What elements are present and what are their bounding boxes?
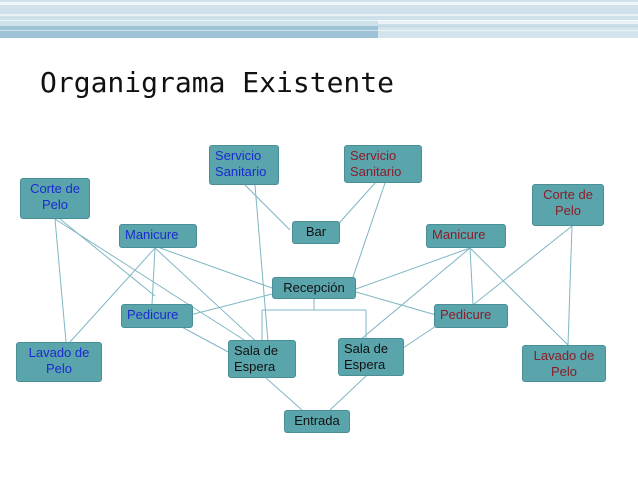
node-label: Sala de xyxy=(234,343,279,358)
connector xyxy=(469,247,474,306)
node-label: Espera xyxy=(234,359,276,374)
header-band xyxy=(0,0,638,42)
connector xyxy=(69,247,156,343)
connector xyxy=(54,218,67,343)
node-label: Sala de xyxy=(344,341,389,356)
node-pedicure-left: Pedicure xyxy=(121,304,193,328)
node-label: Pedicure xyxy=(127,307,179,322)
connector xyxy=(332,182,376,231)
connector xyxy=(159,247,273,289)
node-label: Manicure xyxy=(125,227,179,242)
connector xyxy=(254,184,269,343)
node-label: Corte de xyxy=(543,187,593,202)
node-label: Lavado de xyxy=(28,345,90,360)
connector xyxy=(265,377,303,411)
node-label: Manicure xyxy=(432,227,486,242)
connector xyxy=(353,247,471,346)
node-label: Pelo xyxy=(45,361,73,376)
node-sala-de-espera-left: Sala de Espera xyxy=(228,340,296,378)
node-lavado-de-pelo-left: Lavado de Pelo xyxy=(16,342,102,382)
connector xyxy=(399,325,437,351)
node-label: Pelo xyxy=(41,197,69,212)
node-corte-de-pelo-right: Corte de Pelo xyxy=(532,184,604,226)
node-label: Corte de xyxy=(30,181,80,196)
node-label: Espera xyxy=(344,357,386,372)
connector xyxy=(154,247,261,346)
node-label: Pelo xyxy=(550,364,578,379)
connector xyxy=(567,225,573,346)
node-label: Servicio xyxy=(350,148,397,163)
node-entrada: Entrada xyxy=(284,410,350,433)
connector xyxy=(355,291,437,316)
node-label: Recepción xyxy=(283,280,345,295)
slide-title: Organigrama Existente xyxy=(40,66,395,99)
connector xyxy=(151,247,156,306)
node-label: Bar xyxy=(305,224,327,239)
node-recepcion: Recepción xyxy=(272,277,356,299)
node-label: Entrada xyxy=(294,413,340,428)
node-label: Sanitario xyxy=(215,164,267,179)
node-manicure-right: Manicure xyxy=(426,224,506,248)
node-label: Servicio xyxy=(215,148,262,163)
connector xyxy=(189,293,273,316)
connector xyxy=(469,247,569,346)
connector xyxy=(472,225,573,306)
node-manicure-left: Manicure xyxy=(119,224,197,248)
node-servicio-sanitario-1: Servicio Sanitario xyxy=(209,145,279,185)
node-pedicure-right: Pedicure xyxy=(434,304,508,328)
node-lavado-de-pelo-right: Lavado de Pelo xyxy=(522,345,606,382)
node-label: Sanitario xyxy=(350,164,402,179)
node-label: Pelo xyxy=(554,203,582,218)
connector xyxy=(179,325,233,355)
node-sala-de-espera-right: Sala de Espera xyxy=(338,338,404,376)
node-servicio-sanitario-2: Servicio Sanitario xyxy=(344,145,422,183)
connector xyxy=(329,375,367,411)
node-corte-de-pelo-left: Corte de Pelo xyxy=(20,178,90,219)
connector xyxy=(244,184,291,231)
node-label: Lavado de xyxy=(533,348,595,363)
node-label: Pedicure xyxy=(440,307,492,322)
connector xyxy=(355,247,471,290)
node-bar: Bar xyxy=(292,221,340,244)
connector xyxy=(351,182,386,281)
